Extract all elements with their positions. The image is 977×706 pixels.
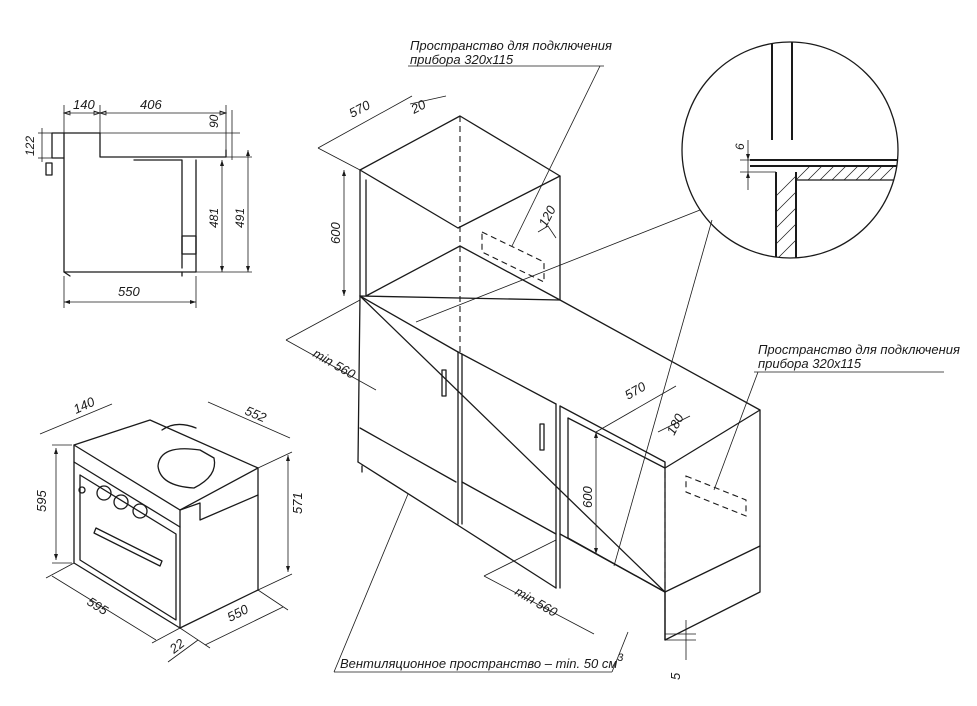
cab-dim-600-right: 600 [580, 486, 595, 508]
oven-side-view: 140 406 90 122 481 491 550 [23, 97, 252, 308]
cab-dim-min560-bottom: min 560 [513, 584, 561, 620]
iso-dim-22: 22 [166, 635, 188, 657]
oven-isometric-view: 595 140 552 571 595 550 22 [34, 394, 305, 663]
iso-dim-595-height: 595 [34, 490, 49, 512]
cab-dim-570-right: 570 [622, 378, 649, 402]
detail-circle: 6 [681, 41, 899, 259]
label-connection-top-line2: прибора 320х115 [410, 52, 514, 67]
label-connection-right-line2: прибора 320х115 [758, 356, 862, 371]
side-dim-491: 491 [233, 208, 247, 228]
label-connection-right-line1: Пространство для подключения [758, 342, 960, 357]
side-dim-481: 481 [207, 208, 221, 228]
side-dim-550: 550 [118, 284, 140, 299]
label-ventilation: Вентиляционное пространство – min. 50 см… [340, 652, 624, 671]
cabinet-assembly [357, 115, 761, 641]
cab-dim-180: 180 [663, 411, 687, 438]
cab-dim-20: 20 [407, 96, 428, 117]
cab-dim-600-top: 600 [328, 222, 343, 244]
iso-dim-571: 571 [290, 492, 305, 514]
detail-dim-6: 6 [733, 143, 747, 150]
hatching [775, 165, 895, 258]
cab-dim-min560-top: min 560 [311, 346, 359, 382]
annotations: Пространство для подключения прибора 320… [333, 38, 960, 673]
iso-dim-552: 552 [243, 403, 270, 426]
side-dim-406: 406 [140, 97, 162, 112]
cab-dim-120: 120 [535, 203, 559, 230]
cabinet-dimensions: 570 20 600 120 min 560 570 180 600 min 5… [285, 95, 696, 680]
side-dim-122: 122 [23, 136, 37, 156]
cab-dim-570-top: 570 [346, 97, 373, 121]
side-dim-140: 140 [73, 97, 95, 112]
iso-dim-140: 140 [71, 394, 98, 417]
label-connection-top-line1: Пространство для подключения [410, 38, 612, 53]
cab-dim-5: 5 [668, 672, 683, 680]
iso-dim-595-width: 595 [84, 594, 111, 619]
side-dim-90: 90 [207, 114, 221, 128]
